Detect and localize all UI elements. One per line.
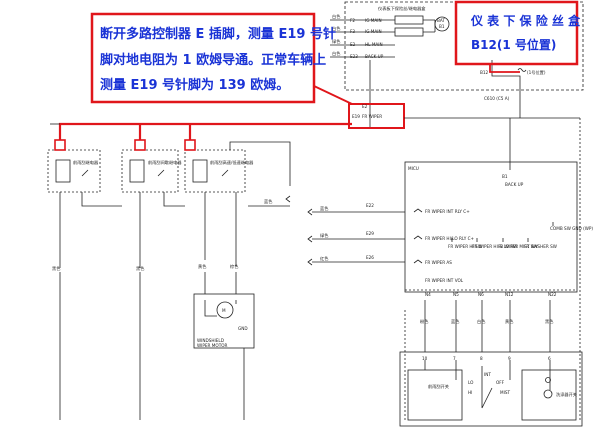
wire-color-black-r2: 黑色 [136, 265, 145, 272]
relay-2-label: 前雨刮间歇继电器 [148, 159, 182, 166]
back-up-label: BACK UP [365, 54, 384, 59]
wire-color-pink: 粉色 [420, 318, 429, 325]
wire-color-yellow-n12: 黄色 [505, 318, 514, 325]
sw-int: INT [484, 372, 491, 377]
c610-label: C610 (C5 A) [484, 96, 510, 101]
fr-wiper-label: FR WIPER [362, 114, 382, 119]
e2-label: E2 [362, 104, 368, 109]
pin-n4: N4 [425, 292, 431, 297]
wire-color-black-r1: 黑色 [52, 265, 61, 272]
wire-color-blue-n5: 蓝色 [451, 318, 460, 324]
pin-f3: F3 [350, 29, 355, 34]
switch-panel: 10 7 8 9 6 前雨刮开关 INT LO HI OFF MIST 洗涤器开… [399, 351, 583, 427]
pin-e22: E22 [366, 203, 374, 208]
wire-color-blue-relay: 蓝色 [264, 198, 273, 204]
sw-off: OFF [496, 380, 505, 385]
battery-sub-label: B1 [439, 24, 445, 29]
sw-lo: LO [468, 380, 474, 385]
micu-sw-intvol: FR WIPER INT VOL [425, 278, 464, 283]
wire-color-white-f3: 白色 [332, 25, 341, 32]
lower-wires: 粉色 蓝色 白色 黄色 黑色 [404, 118, 581, 420]
wire-color-brown: 棕色 [230, 263, 239, 270]
relay-wires: 蓝色 黑色 黑色 黄色 棕色 [52, 141, 291, 420]
micu-area: E2 E19 FR WIPER C610 (C5 A) MICU B1 BACK… [348, 60, 593, 297]
motor-icon [216, 301, 234, 319]
wire-color-blue-e22: 蓝色 [320, 205, 329, 211]
sw-pin-9: 9 [508, 356, 511, 361]
sw-washer-label: 洗涤器开关 [556, 391, 577, 398]
sw-mist: MIST [500, 390, 511, 395]
callout-fuse-line2: B12(1 号位置) [471, 37, 556, 52]
micu-label: MICU [408, 166, 419, 171]
wire-color-red-e26: 红色 [320, 255, 329, 261]
pin-f2: F2 [350, 18, 355, 23]
fuse-box: 仪表板下保险丝/继电器盒 F2 F3 E2 E23 IG MAIN IG MAI… [330, 1, 584, 100]
sw-pin-10: 10 [422, 356, 428, 361]
pin-e26: E26 [366, 255, 374, 260]
fuse-box-title: 仪表板下保险丝/继电器盒 [378, 5, 426, 12]
micu-input-wires: 蓝色 绿色 红色 [307, 205, 405, 266]
pin-e29: E29 [366, 231, 374, 236]
wire-color-black-n22: 黑色 [545, 318, 554, 325]
callout-main: 断开多路控制器 E 插脚，测量 E19 号针 脚对地电阻为 1 欧姆导通。正常车… [90, 12, 353, 105]
micu-input-as: FR WIPER AS [425, 260, 452, 265]
callout-line-2: 脚对地电阻为 1 欧姆导通。正常车辆上 [100, 52, 326, 68]
ig-main-label: IG MAIN [365, 18, 382, 23]
ig-main2-label: IG MAIN [365, 29, 382, 34]
pin-e2: E2 [350, 42, 356, 47]
micu-input-int: FR WIPER INT RLY C+ [425, 209, 470, 214]
hl-main-label: HL MAIN [365, 42, 383, 47]
pin-n22: N22 [548, 292, 557, 297]
pin-n6: N6 [478, 292, 484, 297]
motor-label-1: WINDSHIELD [197, 338, 224, 343]
micu-sw-comb: COMB SW GND (WP) [550, 226, 593, 231]
micu-input-hilo: FR WIPER HI/LO RLY C+ [425, 236, 475, 241]
sw-pin-8: 8 [480, 356, 483, 361]
callout-fuse: 仪 表 下 保 险 丝 盒 B12(1 号位置) [454, 0, 581, 73]
callout-fuse-line1: 仪 表 下 保 险 丝 盒 [470, 13, 581, 28]
sw-pin-7: 7 [453, 356, 456, 361]
motor-m: M [222, 308, 226, 313]
pin-e23: E23 [350, 54, 358, 59]
wire-color-white-f2: 白色 [332, 13, 341, 20]
relay-3-label: 前雨刮高速/低速继电器 [210, 159, 254, 166]
micu-b1-label: B1 [502, 174, 508, 179]
micu-sw-hi: FR WIPER HI SW [448, 244, 482, 249]
wire-color-green-e29: 绿色 [320, 232, 329, 238]
micu-back-up-label: BACK UP [505, 182, 524, 187]
callout-line-1: 断开多路控制器 E 插脚，测量 E19 号针 [100, 26, 336, 42]
micu-sw-mist: FR WIPER MIST SW [498, 244, 538, 249]
e19-label: E19 [352, 114, 360, 119]
micu-sw-hilo: FR WIPER HI & LO SW [472, 244, 517, 249]
pin-n12: N12 [505, 292, 514, 297]
sw-hi: HI [468, 390, 472, 395]
e19-trace [50, 122, 352, 140]
fuse-pos-label: (1号位置) [527, 69, 546, 76]
wire-color-green-e2: 绿色 [332, 38, 341, 44]
sw-wiper-label: 前雨刮开关 [428, 383, 449, 390]
motor-label-2: WIPER MOTOR [197, 343, 228, 348]
motor-gnd: GND [238, 326, 248, 331]
wire-color-yellow: 黄色 [198, 263, 207, 270]
washer-icon [543, 389, 553, 399]
battery-label: BAT [437, 18, 445, 23]
wire-color-white-n6: 白色 [477, 318, 486, 325]
sw-pin-6: 6 [548, 356, 551, 361]
micu-sw-washer: FR WASHER SW [524, 244, 557, 249]
relays: 前雨刮继电器 前雨刮间歇继电器 前雨刮高速/低速继电器 [47, 139, 254, 193]
b12-label: B12 [480, 70, 489, 75]
relay-1-label: 前雨刮继电器 [73, 159, 99, 166]
wiper-motor: M WINDSHIELD WIPER MOTOR GND [193, 293, 255, 420]
callout-line-3: 测量 E19 号针脚为 139 欧姆。 [100, 77, 289, 93]
wire-color-white-e23: 白色 [332, 50, 341, 57]
pin-n5: N5 [453, 292, 459, 297]
